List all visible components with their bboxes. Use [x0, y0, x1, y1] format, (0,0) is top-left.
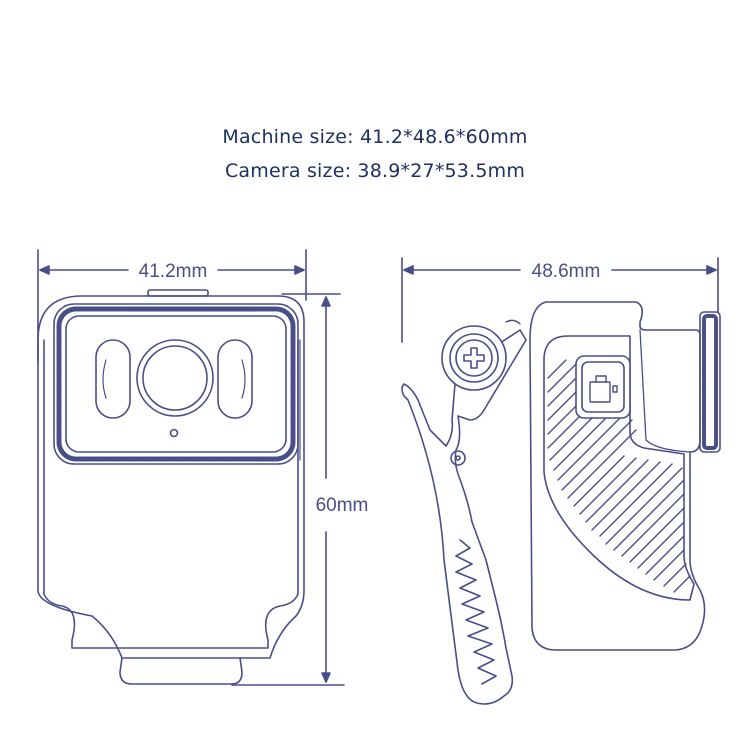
- side-view: 48.6mm: [401, 257, 721, 705]
- belt-clip: [401, 329, 527, 705]
- clip-rivet: [450, 450, 466, 466]
- record-button-outer: [575, 355, 631, 419]
- lens-inner: [142, 345, 208, 411]
- lens-outer: [136, 339, 214, 417]
- top-tab: [147, 289, 209, 297]
- height-dimension: [231, 293, 345, 686]
- camera-head-knurl: [56, 306, 296, 462]
- ir-lamp-right: [217, 339, 253, 419]
- camera-head-inner: [65, 315, 287, 453]
- camera-size-text: Camera size: 38.9*27*53.5mm: [224, 160, 526, 182]
- side-body-outline: [529, 301, 706, 651]
- bottom-clip-tab: [119, 657, 243, 685]
- machine-size-text: Machine size: 41.2*48.6*60mm: [222, 126, 528, 148]
- microphone-dot: [169, 428, 179, 438]
- camera-head-outer: [53, 303, 299, 465]
- clip-spring: [455, 539, 497, 685]
- front-width-label: 41.2mm: [139, 261, 208, 282]
- lens-ring: [699, 311, 721, 453]
- depth-dimension: [401, 257, 719, 343]
- screw-knob: [441, 325, 507, 391]
- front-body-outline: [37, 295, 305, 659]
- front-view: 41.2mm 60mm: [37, 249, 369, 686]
- bottom-panel: [43, 593, 299, 649]
- video-camera-icon: [589, 375, 618, 403]
- depth-label: 48.6mm: [532, 261, 601, 282]
- ir-lamp-left: [95, 339, 131, 419]
- height-label: 60mm: [316, 495, 369, 516]
- record-button-inner: [581, 361, 625, 413]
